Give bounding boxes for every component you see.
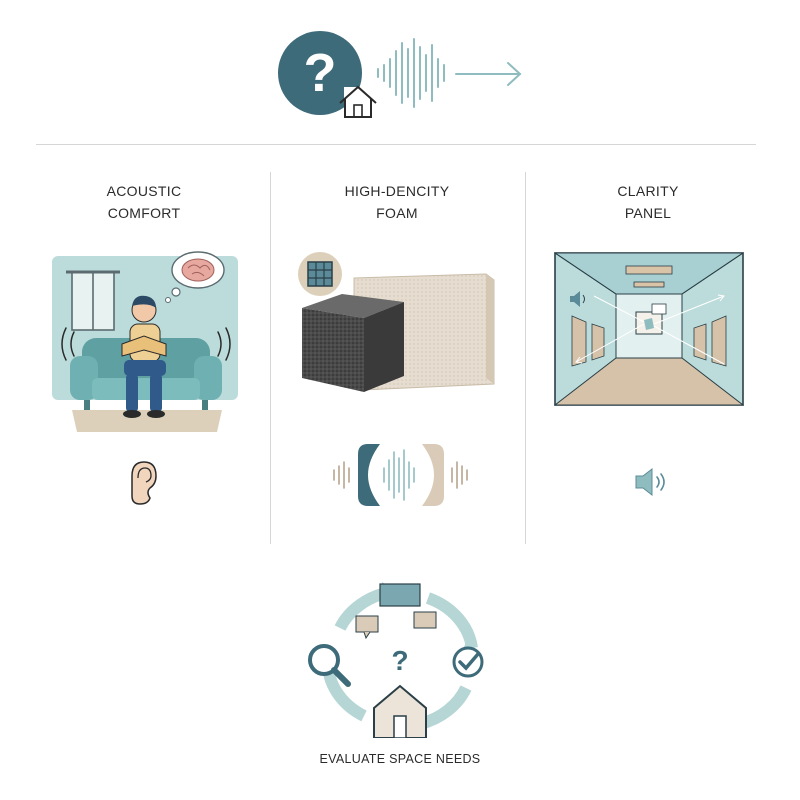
- speaker-icon: [634, 466, 670, 498]
- magnifier-icon: [308, 644, 351, 687]
- sound-dampening-icon: [328, 440, 474, 510]
- person-reading-icon: [121, 295, 167, 418]
- header-divider: [36, 144, 756, 145]
- ear-icon: [128, 458, 158, 506]
- brain-thought-bubble-icon: [165, 251, 225, 303]
- evaluation-cycle-diagram: ?: [300, 578, 500, 738]
- clarity-panel-room-illustration: [554, 252, 744, 406]
- header-question-mark: ?: [304, 43, 337, 103]
- question-circle-icon: ?: [278, 31, 362, 115]
- window-icon: [66, 270, 120, 331]
- foam-illustration: [296, 250, 502, 400]
- arrow-right-icon: [455, 62, 522, 86]
- sound-wave-icon: [377, 38, 445, 108]
- cycle-question-mark: ?: [391, 645, 408, 676]
- column-divider-1: [270, 172, 271, 544]
- header-graphic: ?: [270, 25, 530, 125]
- column-title-clarity-panel: CLARITY PANEL: [617, 183, 679, 221]
- column-title-foam: HIGH-DENCITY FOAM: [344, 183, 450, 221]
- house-icon: [339, 85, 377, 118]
- grid-icon: [298, 252, 342, 296]
- sound-arcs-icon: [61, 327, 231, 361]
- checkmark-icon: [452, 646, 484, 678]
- column-title-acoustic-comfort: ACOUSTIC COMFORT: [106, 183, 182, 221]
- room-speaker-icon: [570, 291, 585, 307]
- column-divider-2: [525, 172, 526, 544]
- foam-cube-icon: [302, 294, 404, 392]
- acoustic-comfort-illustration: [52, 248, 242, 438]
- footer-label: EVALUATE SPACE NEEDS: [319, 752, 481, 766]
- cycle-house-icon: [373, 684, 427, 738]
